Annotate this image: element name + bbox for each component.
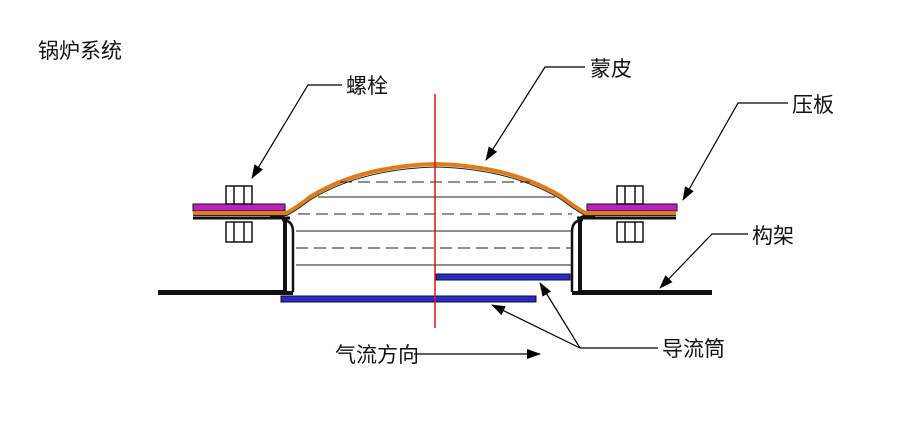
leader-pressure-plate (682, 102, 788, 201)
guide-tube-lower (280, 295, 537, 303)
label-airflow-direction: 气流方向 (335, 343, 419, 367)
label-pressure-plate: 压板 (792, 93, 834, 117)
frame-left-inner (281, 218, 295, 292)
leader-frame (659, 233, 748, 289)
label-guide-tube: 导流筒 (662, 337, 725, 361)
frame (158, 215, 287, 294)
pressure-plate-right (586, 203, 678, 212)
leader-skin (485, 66, 585, 161)
frame-right-inner (570, 218, 584, 292)
bolt-left (225, 185, 253, 243)
leader-guide-tube-b (491, 304, 581, 349)
skin-outline (193, 166, 676, 216)
leader-bolt (251, 84, 342, 179)
label-bolt: 螺栓 (346, 74, 388, 98)
label-skin: 蒙皮 (590, 57, 632, 81)
label-frame: 构架 (752, 224, 794, 248)
pressure-plate-left (192, 203, 286, 212)
guide-tube-upper (435, 273, 571, 281)
bolt-right (616, 185, 644, 243)
skin (193, 161, 676, 215)
diagram-title: 锅炉系统 (38, 39, 122, 63)
